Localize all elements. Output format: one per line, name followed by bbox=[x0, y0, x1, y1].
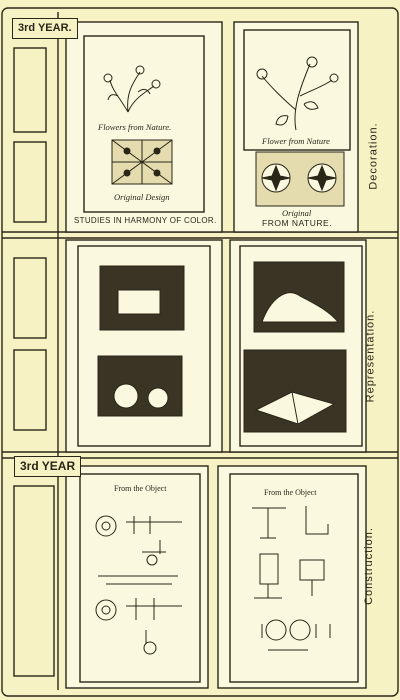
object-caption-left: From the Object bbox=[114, 484, 167, 493]
harmony-caption: Studies in Harmony of Color. bbox=[74, 216, 217, 225]
section-decoration-label: Decoration. bbox=[367, 122, 380, 190]
right-design-caption: Original bbox=[282, 208, 312, 218]
object-caption-right: From the Object bbox=[264, 488, 317, 497]
section-representation-label: Representation. bbox=[364, 309, 377, 403]
mechanism-drawings-left bbox=[95, 515, 182, 655]
left-flowers-caption: Flowers from Nature. bbox=[98, 122, 172, 132]
left-design-caption: Original Design bbox=[114, 192, 170, 202]
panel-construction-right bbox=[217, 465, 367, 689]
year-tag-top: 3rd YEAR. bbox=[12, 18, 78, 39]
mechanism-drawings-right bbox=[252, 506, 331, 651]
design-band-right bbox=[255, 151, 345, 207]
design-swatch-left bbox=[111, 139, 173, 185]
still-life-sketches-left bbox=[97, 265, 185, 417]
nature-caption: From Nature. bbox=[262, 218, 333, 228]
panel-construction-left bbox=[65, 465, 209, 689]
right-flower-caption: Flower from Nature bbox=[262, 136, 330, 146]
year-tag-bottom: 3rd YEAR bbox=[14, 456, 82, 477]
flower-sketch-right bbox=[256, 56, 339, 131]
flowers-sketch bbox=[103, 65, 161, 113]
section-construction-label: Construction. bbox=[362, 527, 375, 605]
still-life-sketches-right bbox=[243, 261, 347, 433]
